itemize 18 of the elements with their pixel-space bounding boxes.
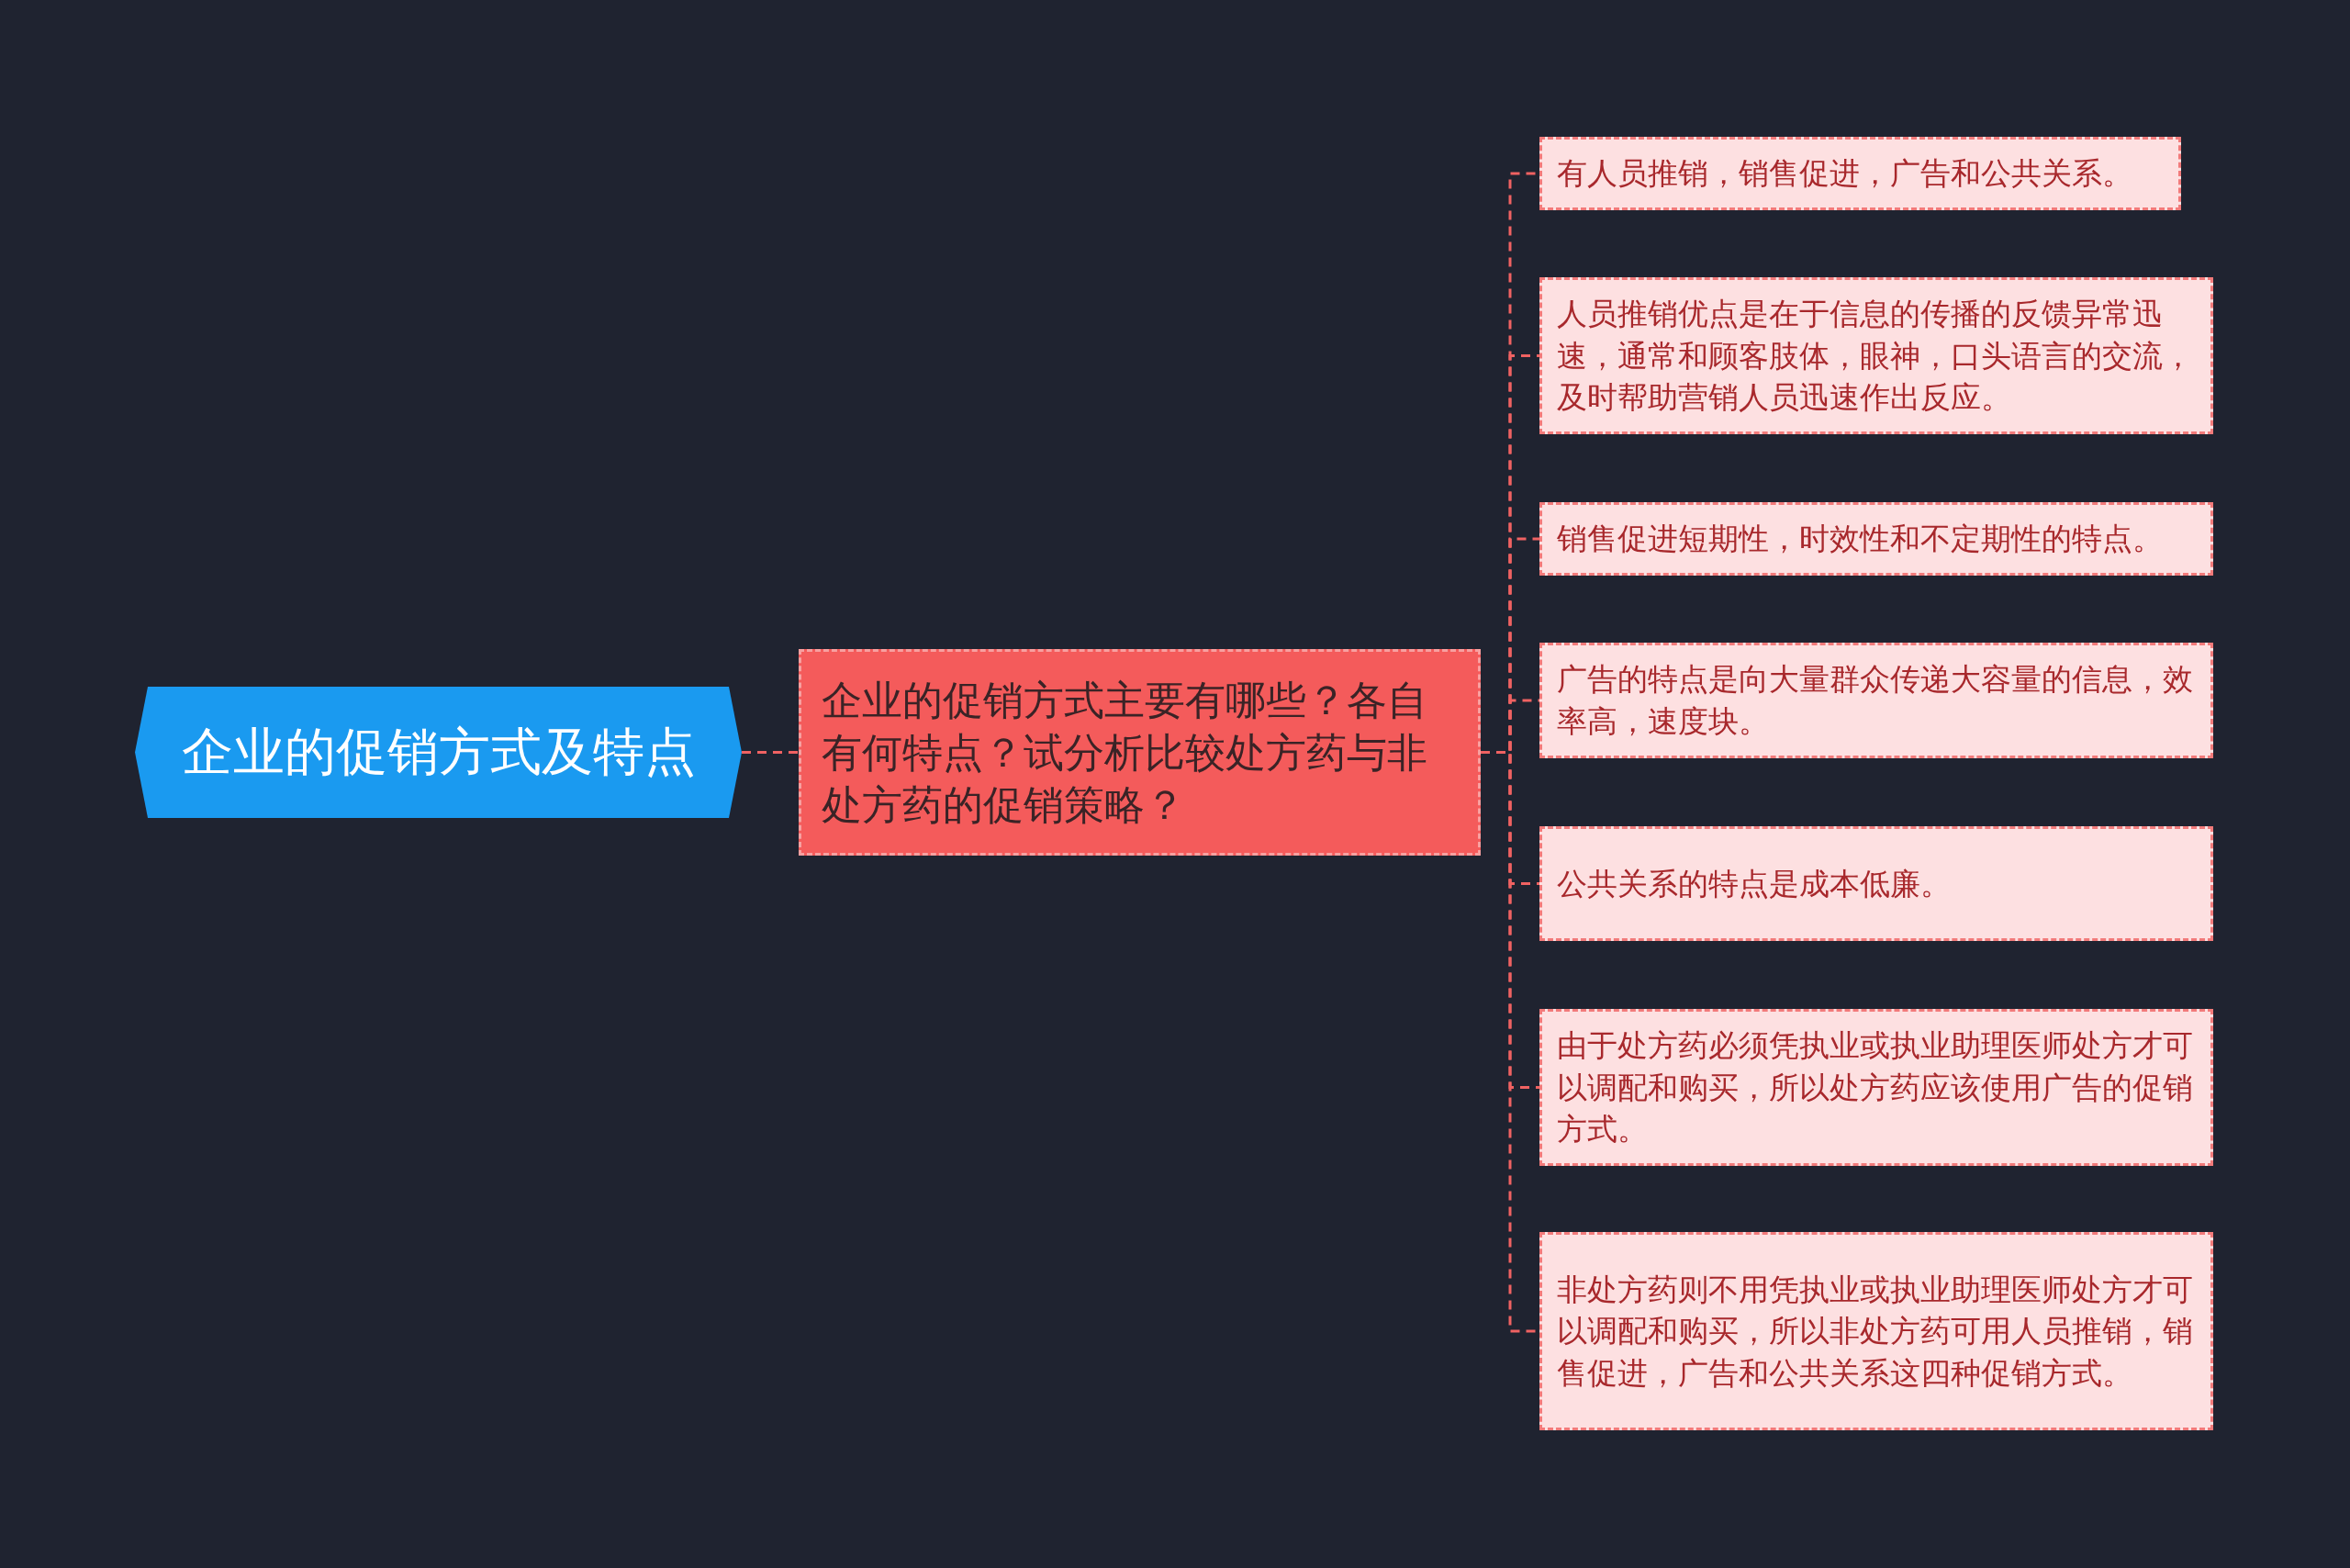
answer-box (1539, 1232, 2213, 1430)
answer-box (1539, 643, 2213, 758)
answer-box (1539, 502, 2213, 576)
node-text: 人员推销优点是在于信息的传播的反馈异常迅速，通常和顾客肢体，眼神，口头语言的交流，及时帮助营销人员迅速作出反应。 (1557, 295, 2194, 418)
node-text: 销售促进短期性，时效性和不定期性的特点。 (1557, 520, 2163, 559)
answer-box (1539, 137, 2181, 210)
node-text: 广告的特点是向大量群众传递大容量的信息，效率高，速度块。 (1557, 660, 2194, 741)
node-text: 非处方药则不用凭执业或执业助理医师处方才可以调配和购买，所以非处方药可用人员推销，销售促进，广告和公共关系这四种促销方式。 (1557, 1270, 2194, 1393)
node-text: 公共关系的特点是成本低廉。 (1557, 864, 1951, 903)
answer-box (1539, 1009, 2213, 1166)
connector-line (742, 751, 799, 754)
node-text: 企业的促销方式主要有哪些？各自有何特点？试分析比较处方药与非处方药的促销策略？ (822, 675, 1428, 831)
answer-box (1539, 277, 2213, 434)
node-text: 有人员推销，销售促进，广告和公共关系。 (1557, 154, 2132, 194)
answer-box (1539, 826, 2213, 941)
question-box (799, 649, 1481, 856)
node-text: 由于处方药必须凭执业或执业助理医师处方才可以调配和购买，所以处方药应该使用广告的促销方式。 (1557, 1026, 2194, 1149)
topic-title: 企业的促销方式及特点 (181, 721, 696, 784)
